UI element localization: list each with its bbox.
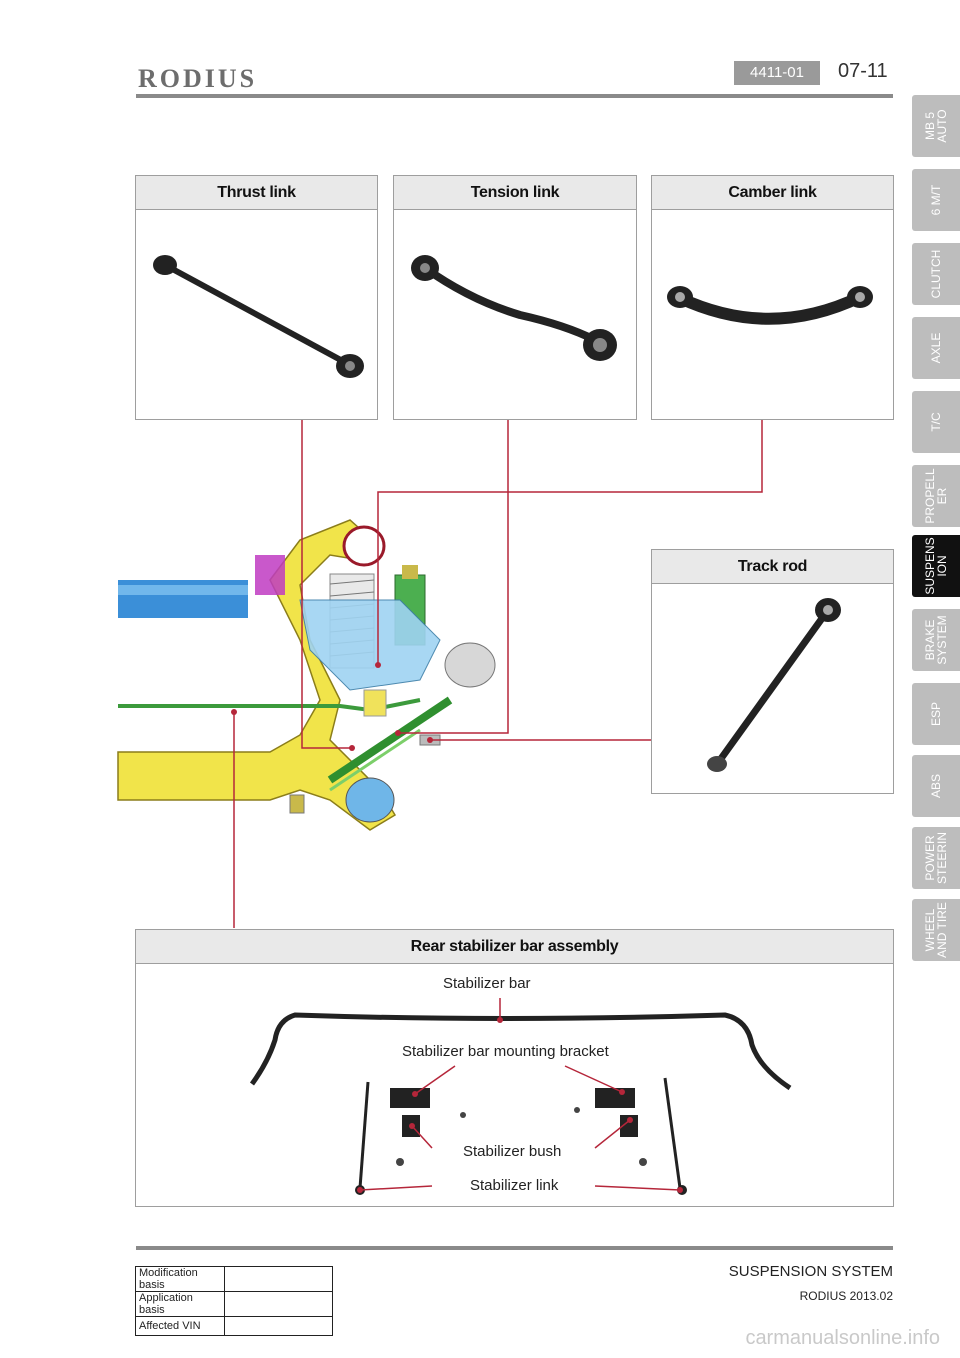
stabilizer-bush-label: Stabilizer bush bbox=[463, 1143, 562, 1160]
stabilizer-link-label: Stabilizer link bbox=[470, 1177, 559, 1194]
lower-control-arm bbox=[299, 599, 441, 691]
page-number: 07-11 bbox=[838, 60, 888, 82]
camber-link-panel: Camber link bbox=[651, 175, 894, 420]
tab-6mt[interactable]: 6 M/T bbox=[912, 169, 960, 231]
subframe-bushing-lower bbox=[345, 777, 395, 823]
stabilizer-assembly-title: Rear stabilizer bar assembly bbox=[136, 930, 893, 964]
brand-logo: RODIUS bbox=[138, 64, 258, 93]
thrust-link-drawing bbox=[153, 255, 364, 378]
thrust-link-title: Thrust link bbox=[136, 176, 377, 210]
footer-subtitle: RODIUS 2013.02 bbox=[799, 1289, 893, 1303]
green-link bbox=[327, 696, 453, 784]
magenta-bracket bbox=[255, 555, 285, 595]
tab-propeller[interactable]: PROPELL ER bbox=[912, 465, 960, 527]
revision-label: Application basis bbox=[135, 1291, 225, 1317]
stabilizer-bracket-label: Stabilizer bar mounting bracket bbox=[402, 1043, 609, 1060]
track-rod-title: Track rod bbox=[652, 550, 893, 584]
thrust-link-panel: Thrust link bbox=[135, 175, 378, 420]
tab-brake-system[interactable]: BRAKE SYSTEM bbox=[912, 609, 960, 671]
stabilizer-assembly-panel: Rear stabilizer bar assembly bbox=[135, 929, 894, 1207]
stabilizer-bar-label: Stabilizer bar bbox=[443, 975, 531, 992]
tab-clutch[interactable]: CLUTCH bbox=[912, 243, 960, 305]
tab-wheel-and-tire[interactable]: WHEEL AND TIRE bbox=[912, 899, 960, 961]
subframe-yellow bbox=[117, 519, 397, 831]
document-code: 4411-01 bbox=[734, 61, 820, 85]
revision-value bbox=[224, 1316, 333, 1336]
stabilizer-assembly-drawing bbox=[249, 1012, 792, 1195]
subframe-bushing-upper bbox=[342, 525, 386, 567]
revision-value bbox=[224, 1266, 333, 1292]
revision-label: Affected VIN bbox=[135, 1316, 225, 1336]
table-row: Affected VIN bbox=[135, 1316, 333, 1336]
tab-tc[interactable]: T/C bbox=[912, 391, 960, 453]
tab-suspension[interactable]: SUSPENS ION bbox=[912, 535, 960, 597]
tension-link-title: Tension link bbox=[394, 176, 636, 210]
stabilizer-bar-drawing bbox=[118, 698, 421, 713]
tension-link-panel: Tension link bbox=[393, 175, 637, 420]
tension-link-drawing bbox=[411, 255, 617, 361]
track-rod-drawing bbox=[707, 598, 841, 772]
track-rod-panel: Track rod bbox=[651, 549, 894, 794]
revision-label: Modification basis bbox=[135, 1266, 225, 1292]
header-rule bbox=[136, 94, 893, 98]
revision-value bbox=[224, 1291, 333, 1317]
footer-rule bbox=[136, 1246, 893, 1250]
table-row: Application basis bbox=[135, 1291, 333, 1317]
camber-link-title: Camber link bbox=[652, 176, 893, 210]
tab-abs[interactable]: ABS bbox=[912, 755, 960, 817]
footer-title: SUSPENSION SYSTEM bbox=[728, 1263, 893, 1280]
camber-link-drawing bbox=[667, 286, 873, 325]
tab-axle[interactable]: AXLE bbox=[912, 317, 960, 379]
tab-esp[interactable]: ESP bbox=[912, 683, 960, 745]
knuckle bbox=[444, 642, 496, 688]
table-row: Modification basis bbox=[135, 1266, 333, 1292]
tab-power-steering[interactable]: POWER STEERIN bbox=[912, 827, 960, 889]
leader-lines bbox=[233, 420, 763, 1191]
leader-dots bbox=[231, 662, 683, 1193]
revision-table: Modification basis Application basis Aff… bbox=[135, 1266, 333, 1336]
tab-mb5-auto[interactable]: MB 5 AUTO bbox=[912, 95, 960, 157]
watermark: carmanualsonline.info bbox=[745, 1327, 940, 1349]
